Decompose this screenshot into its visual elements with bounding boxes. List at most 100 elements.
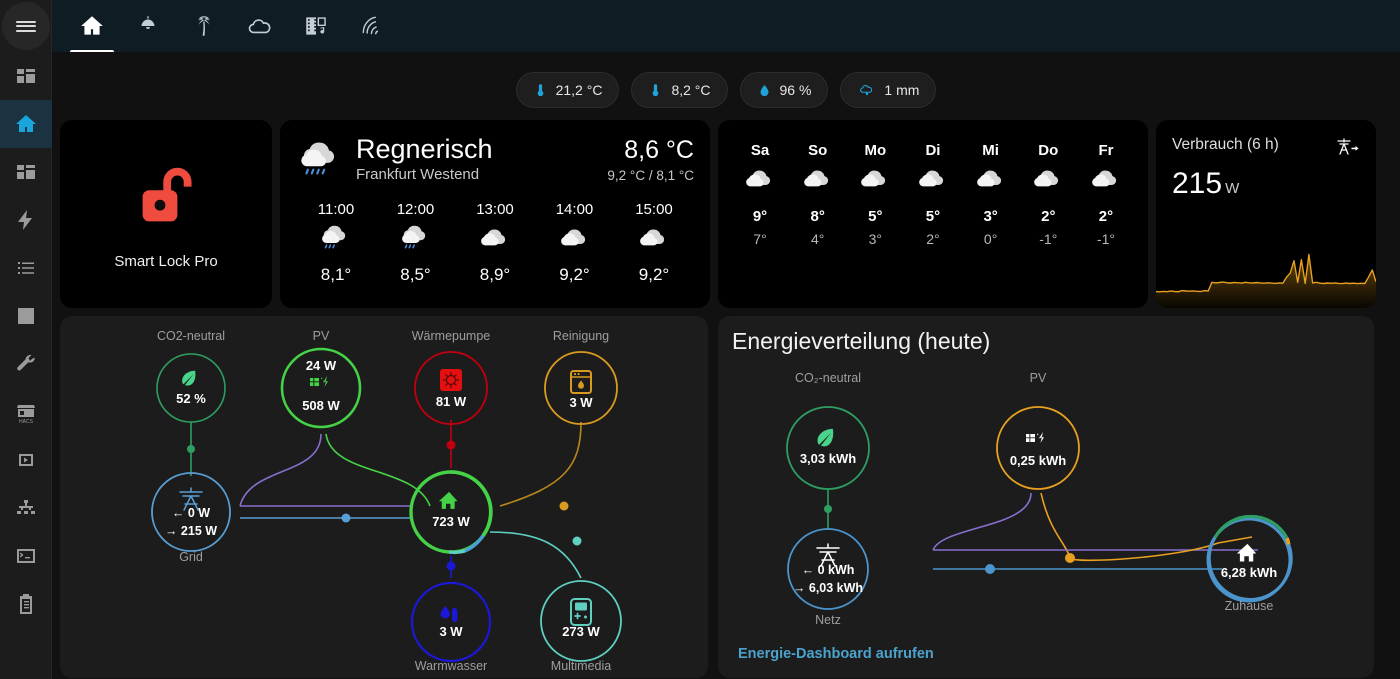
energy-node-home[interactable]: 6,28 kWh Zuhause xyxy=(1206,514,1293,613)
rainy-cloud-icon xyxy=(317,222,355,261)
consumption-header: Verbrauch (6 h) xyxy=(1156,120,1376,163)
chip-indoor-temperature[interactable]: 21,2 °C xyxy=(515,72,620,108)
node-label: Grid xyxy=(179,550,203,564)
flow-node-hotwater[interactable]: 3 W Warmwasser xyxy=(410,581,492,673)
chip-humidity[interactable]: 96 % xyxy=(739,72,829,108)
node-value-out: → 6,03 kWh xyxy=(793,581,863,595)
sidebar-item-energy[interactable] xyxy=(0,196,52,244)
heating-coil-icon xyxy=(440,369,462,391)
sidebar-item-hacs[interactable]: HACS xyxy=(0,388,52,436)
flow-node-grid[interactable]: ← 0 W → 215 W Grid xyxy=(151,472,231,564)
energy-node-co2[interactable]: CO₂-neutral 3,03 kWh xyxy=(786,371,870,490)
sidebar-item-logbook[interactable] xyxy=(0,580,52,628)
day-name: So xyxy=(808,142,828,159)
sidebar-item-developer-tools[interactable] xyxy=(0,340,52,388)
consumption-value: 215 xyxy=(1172,167,1223,200)
chip-precipitation[interactable]: 1 mm xyxy=(840,72,937,108)
node-label: CO2-neutral xyxy=(157,329,225,343)
hour-temp: 9,2° xyxy=(638,265,670,284)
smart-lock-card[interactable]: Smart Lock Pro xyxy=(60,120,272,308)
node-value: 723 W xyxy=(432,514,470,529)
home-icon xyxy=(79,13,105,39)
tab-lights[interactable] xyxy=(120,0,176,52)
hourly-item: 11:00 8,1° xyxy=(302,201,370,285)
day-low: 3° xyxy=(868,231,882,247)
flow-node-co2[interactable]: CO2-neutral 52 % xyxy=(156,329,226,423)
energy-dashboard-link[interactable]: Energie-Dashboard aufrufen xyxy=(738,646,934,662)
dashboard-content: 21,2 °C 8,2 °C 96 % xyxy=(52,52,1400,679)
flow-node-cleaning[interactable]: Reinigung 3 W xyxy=(544,329,618,425)
node-value: 273 W xyxy=(562,624,600,639)
node-value-bottom: 508 W xyxy=(302,398,340,413)
flow-dot xyxy=(446,440,456,450)
leaf-icon xyxy=(182,370,196,386)
node-value-in: ← 0 W xyxy=(172,506,210,520)
flow-node-heatpump[interactable]: Wärmepumpe 81 W xyxy=(412,329,491,425)
weather-card[interactable]: Regnerisch Frankfurt Westend 8,6 °C 9,2 … xyxy=(280,120,710,308)
weather-text: Regnerisch Frankfurt Westend xyxy=(352,134,607,183)
media-player-icon xyxy=(14,448,38,472)
sidebar-item-overview[interactable] xyxy=(0,52,52,100)
sidebar-item-todo[interactable] xyxy=(0,244,52,292)
flow-node-pv[interactable]: PV 24 W 508 W xyxy=(280,329,362,429)
flow-dot xyxy=(824,505,832,513)
weather-temps: 8,6 °C 9,2 °C / 8,1 °C xyxy=(607,134,694,183)
sidebar-item-history[interactable] xyxy=(0,292,52,340)
multimedia-icon xyxy=(303,13,329,39)
hour-time: 13:00 xyxy=(476,201,514,218)
sidebar-item-terminal[interactable] xyxy=(0,532,52,580)
hour-temp: 8,9° xyxy=(479,265,511,284)
tab-weather[interactable] xyxy=(232,0,288,52)
sidebar-item-media[interactable] xyxy=(0,436,52,484)
cloudy-icon xyxy=(1029,165,1067,202)
sidebar-item-rooms[interactable] xyxy=(0,148,52,196)
day-name: Mi xyxy=(982,142,999,159)
consumption-sparkline xyxy=(1156,253,1376,308)
forecast-day: Sa 9° 7° xyxy=(732,142,788,286)
dashboard-grid-icon xyxy=(14,160,38,184)
day-high: 2° xyxy=(1041,208,1056,225)
chip-outdoor-temperature[interactable]: 8,2 °C xyxy=(631,72,728,108)
tab-garden[interactable] xyxy=(176,0,232,52)
energy-node-grid[interactable]: ← 0 kWh → 6,03 kWh Netz xyxy=(787,528,869,627)
palm-tree-icon xyxy=(191,13,217,39)
node-value-out: → 215 W xyxy=(165,524,217,538)
tab-network[interactable] xyxy=(344,0,400,52)
rainy-cloud-icon xyxy=(397,222,435,261)
sidebar-item-home[interactable] xyxy=(0,100,52,148)
flow-node-home[interactable]: 723 W xyxy=(409,470,493,555)
thermometer-icon xyxy=(533,82,548,99)
tab-media[interactable] xyxy=(288,0,344,52)
view-tabs xyxy=(52,0,1400,52)
solar-power-icon xyxy=(1026,432,1044,443)
energy-distribution-card: Energieverteilung (heute) xyxy=(718,316,1374,678)
clipboard-list-icon xyxy=(14,592,38,616)
sidebar-item-network[interactable] xyxy=(0,484,52,532)
menu-button[interactable] xyxy=(1,2,50,50)
flow-dot xyxy=(446,561,456,571)
day-high: 3° xyxy=(983,208,998,225)
day-low: 2° xyxy=(926,231,940,247)
hour-time: 11:00 xyxy=(317,201,355,218)
daily-forecast-card[interactable]: Sa 9° 7° So 8° 4° Mo xyxy=(718,120,1148,308)
hourly-item: 12:00 8,5° xyxy=(382,201,450,285)
rain-cloud-icon xyxy=(857,82,876,99)
day-name: Do xyxy=(1038,142,1059,159)
hamburger-icon xyxy=(15,18,36,34)
cloudy-icon xyxy=(799,165,837,202)
weather-condition: Regnerisch xyxy=(356,134,493,164)
hour-temp: 8,5° xyxy=(400,265,431,284)
cloudy-icon xyxy=(635,222,673,261)
tab-home[interactable] xyxy=(64,0,120,52)
leaf-icon xyxy=(817,428,834,447)
node-value: 3 W xyxy=(439,624,463,639)
flow-node-multimedia[interactable]: 273 W Multimedia xyxy=(540,580,622,673)
list-icon xyxy=(14,256,38,280)
hourly-item: 13:00 8,9° xyxy=(461,201,529,285)
lightning-bolt-icon xyxy=(14,208,38,232)
top-cards-row: Smart Lock Pro xyxy=(52,116,1400,308)
node-label: Reinigung xyxy=(553,329,609,343)
energy-node-pv[interactable]: PV 0,25 kWh xyxy=(996,371,1080,490)
